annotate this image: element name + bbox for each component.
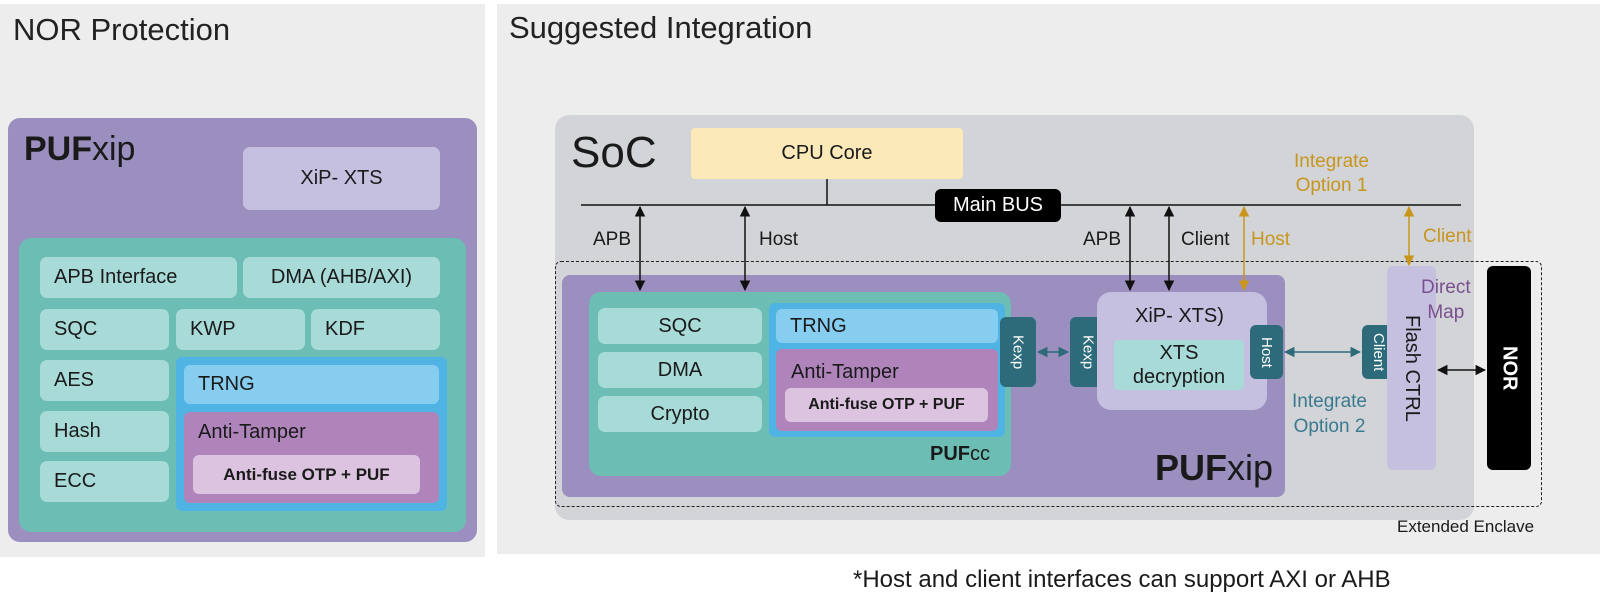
host-gold-label: Host [1251, 229, 1291, 250]
integrate-option2-line1: Integrate [1292, 391, 1367, 412]
integrate-option1-line2: Option 1 [1295, 174, 1368, 196]
integrate-option2-line2: Option 2 [1293, 415, 1366, 437]
xts-decryption-line2: decryption [1132, 366, 1226, 388]
kexp-port-pufcc: Kexp [1000, 317, 1036, 387]
client-port-label: Client [1370, 332, 1387, 372]
kexp-port-pufcc-label: Kexp [1009, 334, 1027, 370]
dma-block: DMA (AHB/AXI) [243, 257, 440, 298]
suggested-integration-title: Suggested Integration [509, 10, 813, 45]
client-label-right: Client [1181, 229, 1230, 250]
main-bus-label: Main BUS [935, 189, 1061, 222]
nor-label: NOR [1498, 345, 1521, 391]
pufxip-right-rest: xip [1227, 447, 1274, 488]
extended-enclave-boundary [555, 261, 1542, 507]
xip-xts-block: XiP- XTS [243, 147, 440, 210]
integrate-option1-label: Integrate Option 1 [1294, 150, 1369, 198]
nor-block: NOR [1487, 266, 1531, 470]
host-port-label: Host [1258, 336, 1275, 368]
aes-block: AES [40, 360, 169, 401]
direct-map-line1: Direct [1421, 277, 1471, 298]
cpu-core-block: CPU Core [691, 128, 963, 179]
dma-right-block: DMA [598, 352, 762, 388]
pufxip-right-title: PUFxip [1155, 447, 1273, 489]
direct-map-line2: Map [1427, 301, 1465, 323]
xts-decryption-line1: XTS [1159, 342, 1199, 364]
nor-protection-title: NOR Protection [13, 12, 231, 47]
pufxip-title: PUFxip [24, 130, 135, 169]
crypto-right-block: Crypto [598, 396, 762, 432]
soc-label: SoC [571, 128, 657, 177]
xip-xts-right-label: XiP- XTS) [1135, 305, 1224, 327]
apb-label-right: APB [1083, 229, 1122, 250]
kexp-port-xip-label: Kexp [1079, 334, 1097, 370]
anti-fuse-block: Anti-fuse OTP + PUF [193, 455, 420, 494]
kdf-block: KDF [311, 309, 440, 350]
anti-tamper-label: Anti-Tamper [198, 421, 306, 443]
pufxip-title-rest: xip [92, 130, 136, 168]
trng-right-block: TRNG [776, 309, 998, 343]
extended-enclave-label: Extended Enclave [1397, 517, 1535, 536]
hash-block: Hash [40, 411, 169, 452]
direct-map-label: Direct Map [1421, 276, 1471, 325]
host-port: Host [1250, 325, 1283, 379]
anti-fuse-right-block: Anti-fuse OTP + PUF [785, 388, 988, 422]
apb-interface-block: APB Interface [40, 257, 237, 298]
client-gold-label: Client [1423, 226, 1472, 247]
kwp-block: KWP [176, 309, 305, 350]
pufcc-right-rest: cc [970, 443, 990, 465]
trng-block: TRNG [184, 365, 439, 404]
apb-label-left: APB [593, 229, 632, 250]
pufcc-right-title: PUFcc [930, 443, 990, 466]
sqc-right-block: SQC [598, 308, 762, 344]
ecc-block: ECC [40, 461, 169, 502]
pufcc-right-bold: PUF [930, 443, 970, 465]
sqc-block: SQC [40, 309, 169, 350]
flash-ctrl-label: Flash CTRL [1401, 314, 1423, 422]
pufxip-title-bold: PUF [24, 130, 92, 168]
pufxip-right-bold: PUF [1155, 447, 1227, 488]
host-label-left: Host [759, 229, 799, 250]
anti-tamper-right-label: Anti-Tamper [791, 361, 899, 383]
xts-decryption-block: XTS decryption [1114, 340, 1244, 390]
footnote: *Host and client interfaces can support … [853, 566, 1391, 593]
integrate-option2-label: Integrate Option 2 [1292, 390, 1367, 439]
flash-ctrl-block: Flash CTRL [1387, 266, 1436, 470]
integrate-option1-line1: Integrate [1294, 151, 1369, 172]
